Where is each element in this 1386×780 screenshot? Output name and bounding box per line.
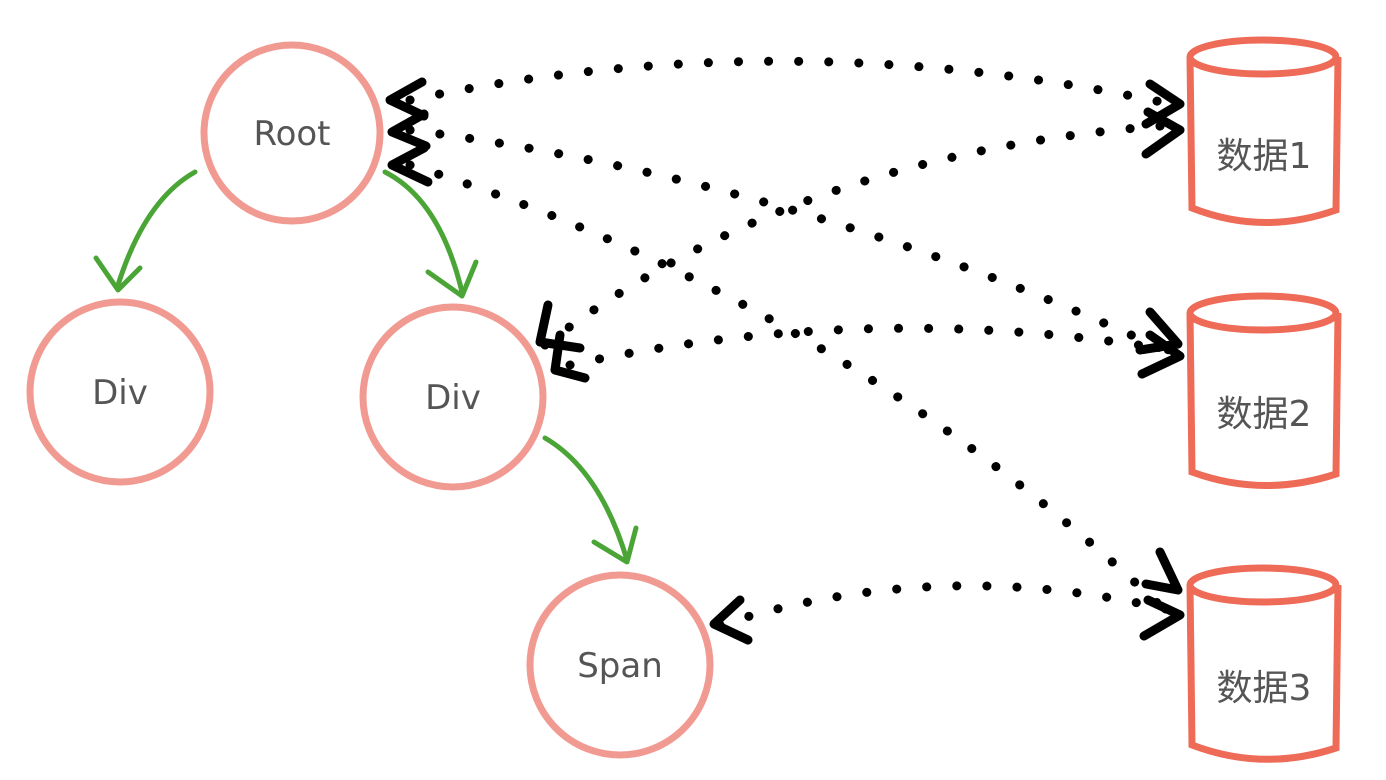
edge-root-divright: [382, 169, 465, 295]
arrowhead-divright-2: [550, 330, 590, 383]
node-div-left-label: Div: [92, 373, 148, 413]
arrowhead-span: [709, 595, 753, 645]
database-3: 数据3: [1186, 564, 1342, 763]
node-span-label: Span: [577, 646, 663, 686]
arrowhead-db3-1: [1141, 547, 1183, 595]
node-div-left: Div: [26, 298, 214, 486]
database-3-top: [1186, 564, 1340, 606]
edge-root-divleft-head: [93, 255, 143, 293]
arrowhead-root-1: [385, 77, 429, 121]
node-div-right-label: Div: [425, 378, 481, 418]
database-3-body: [1186, 584, 1342, 763]
database-3-label: 数据3: [1217, 668, 1312, 709]
arrowhead-divright-1: [535, 300, 585, 353]
link-root-db1: [405, 56, 1180, 110]
edge-root-divleft: [115, 169, 198, 288]
link-divright-db2: [565, 323, 1175, 370]
edge-divright-span-head: [591, 525, 639, 565]
database-2: 数据2: [1186, 292, 1342, 490]
edge-root-divright-head: [425, 259, 479, 299]
link-divright-db1: [540, 120, 1180, 350]
database-2-top: [1186, 292, 1340, 334]
database-1-top: [1186, 36, 1340, 78]
database-2-body: [1186, 312, 1342, 490]
arrowhead-root-3: [387, 143, 433, 187]
link-root-db2: [405, 125, 1180, 360]
arrowhead-db1-2: [1141, 107, 1185, 159]
database-1-body: [1186, 56, 1342, 226]
data-links: [405, 56, 1180, 630]
arrowhead-db2-1: [1135, 307, 1183, 355]
database-1: 数据1: [1186, 36, 1342, 226]
database-1-label: 数据1: [1217, 136, 1312, 177]
arrowhead-db3-2: [1139, 595, 1185, 641]
edge-divright-span: [542, 435, 630, 563]
node-root-label: Root: [253, 114, 330, 154]
data-link-arrowheads: [385, 77, 1185, 645]
arrowhead-db2-2: [1137, 330, 1185, 379]
node-span: Span: [526, 571, 714, 759]
link-root-db3: [405, 160, 1175, 620]
node-div-right: Div: [359, 303, 547, 491]
arrowhead-root-2: [387, 109, 431, 151]
database-2-label: 数据2: [1217, 394, 1312, 435]
link-span-db3: [715, 581, 1175, 630]
node-root: Root: [200, 41, 384, 225]
tree-edges: [93, 169, 639, 565]
